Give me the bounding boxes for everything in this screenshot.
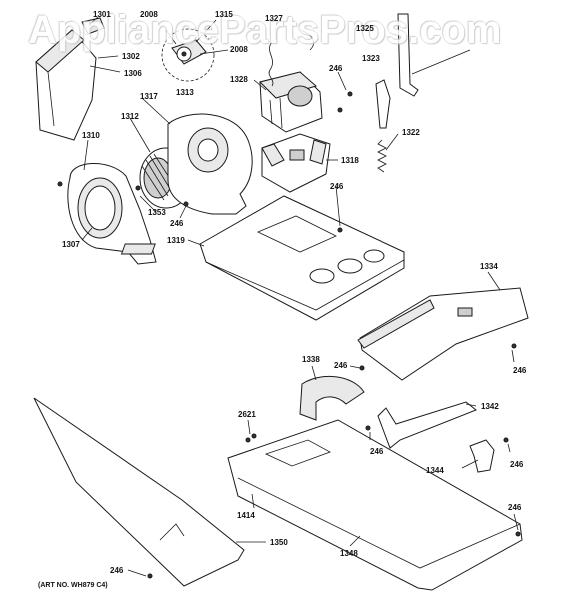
callout-246-bracket: 246 [510, 460, 524, 469]
callout-1313: 1313 [176, 88, 194, 97]
bracket-1325 [397, 13, 419, 97]
thermostat-detail-circle [161, 28, 215, 82]
base-plate-1319 [120, 195, 405, 321]
blower-housing-1317 [167, 113, 253, 215]
side-panel-1350 [33, 397, 245, 587]
callout-1327: 1327 [265, 14, 283, 23]
idler-arm-1323 [375, 79, 391, 129]
thermostat-1313 [171, 39, 207, 65]
wire-harness-1327 [268, 29, 314, 87]
callout-1301: 1301 [93, 10, 111, 19]
callout-246-mount: 246 [330, 182, 344, 191]
callout-1342: 1342 [481, 402, 499, 411]
panel-1334 [357, 287, 529, 381]
side-panel-notch [159, 523, 185, 541]
callout-246-bottom: 246 [110, 566, 124, 575]
base-1348 [227, 419, 523, 591]
rail-1342 [377, 401, 477, 449]
callout-2008-top: 2008 [140, 10, 158, 19]
callout-1302: 1302 [122, 52, 140, 61]
callout-246-panel: 246 [334, 361, 348, 370]
callout-1344: 1344 [426, 466, 444, 475]
callout-246-right: 246 [513, 366, 527, 375]
callout-1317: 1317 [140, 92, 158, 101]
leader-lines [81, 16, 519, 577]
art-number: (ART NO. WH879 C4) [38, 582, 108, 589]
bracket-1344 [469, 439, 495, 473]
callout-1338: 1338 [302, 355, 320, 364]
callout-1414: 1414 [237, 511, 255, 520]
callout-1348: 1348 [340, 549, 358, 558]
callout-246-blower: 246 [170, 219, 184, 228]
clip-1301 [81, 17, 105, 35]
callout-1353: 1353 [148, 208, 166, 217]
callout-246-rail: 246 [370, 447, 384, 456]
callout-246-motor: 246 [329, 64, 343, 73]
callout-1306: 1306 [124, 69, 142, 78]
callout-1322: 1322 [402, 128, 420, 137]
callout-1323: 1323 [362, 54, 380, 63]
callout-1318: 1318 [341, 156, 359, 165]
callout-1310: 1310 [82, 131, 100, 140]
callout-2621: 2621 [238, 410, 256, 419]
motor-1328 [259, 71, 323, 133]
screws-246 [57, 91, 521, 579]
callout-1334: 1334 [480, 262, 498, 271]
duct-elbow-1338 [299, 375, 365, 421]
callout-2008-side: 2008 [230, 45, 248, 54]
callout-1307: 1307 [62, 240, 80, 249]
callout-246-base: 246 [508, 503, 522, 512]
motor-mount-1318 [261, 133, 331, 193]
duct-1306 [35, 29, 97, 141]
callout-1312: 1312 [121, 112, 139, 121]
callout-1325: 1325 [356, 24, 374, 33]
blower-housing-1307 [67, 163, 157, 265]
callout-1350: 1350 [270, 538, 288, 547]
callout-1328: 1328 [230, 75, 248, 84]
spring-1322 [377, 139, 387, 173]
callout-1315: 1315 [215, 10, 233, 19]
leader-1325 [411, 49, 471, 75]
callout-1319: 1319 [167, 236, 185, 245]
